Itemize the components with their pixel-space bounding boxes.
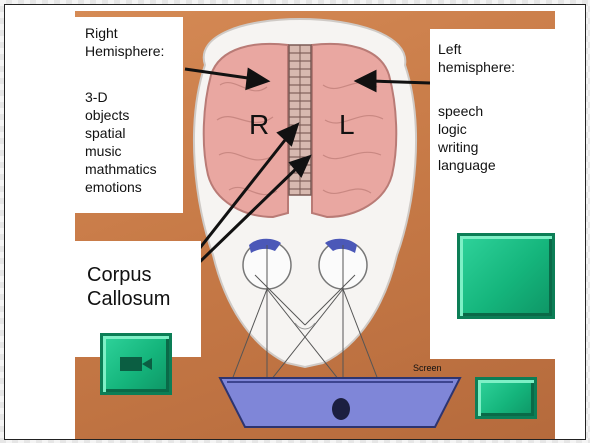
right-panel-item: music (85, 143, 122, 159)
right-panel-item: objects (85, 107, 129, 123)
right-hemisphere-panel: Right Hemisphere: 3-D objects spatial mu… (75, 17, 183, 213)
corpus-label-line2: Callosum (87, 287, 170, 312)
right-hemisphere-letter: R (249, 109, 269, 141)
left-panel-item: language (438, 157, 496, 173)
left-panel-title-line2: hemisphere: (438, 59, 515, 75)
right-panel-item: mathmatics (85, 161, 157, 177)
left-panel-item: speech (438, 103, 483, 119)
large-action-button[interactable] (457, 233, 555, 319)
slide: R L Right Hemisphere: 3-D objects spatia… (4, 4, 586, 440)
video-camera-icon (120, 357, 142, 371)
right-panel-item: spatial (85, 125, 125, 141)
video-button[interactable] (100, 333, 172, 395)
small-action-button[interactable] (475, 377, 537, 419)
screen-object (332, 398, 350, 420)
corpus-label-line1: Corpus (87, 263, 151, 288)
video-camera-lens-icon (142, 358, 152, 370)
right-panel-title-line1: Right (85, 25, 118, 41)
screen-label: Screen (413, 363, 442, 373)
left-panel-title-line1: Left (438, 41, 461, 57)
left-panel-item: writing (438, 139, 478, 155)
right-panel-item: 3-D (85, 89, 108, 105)
right-panel-title-line2: Hemisphere: (85, 43, 164, 59)
left-hemisphere-letter: L (339, 109, 355, 141)
left-panel-item: logic (438, 121, 467, 137)
right-panel-item: emotions (85, 179, 142, 195)
